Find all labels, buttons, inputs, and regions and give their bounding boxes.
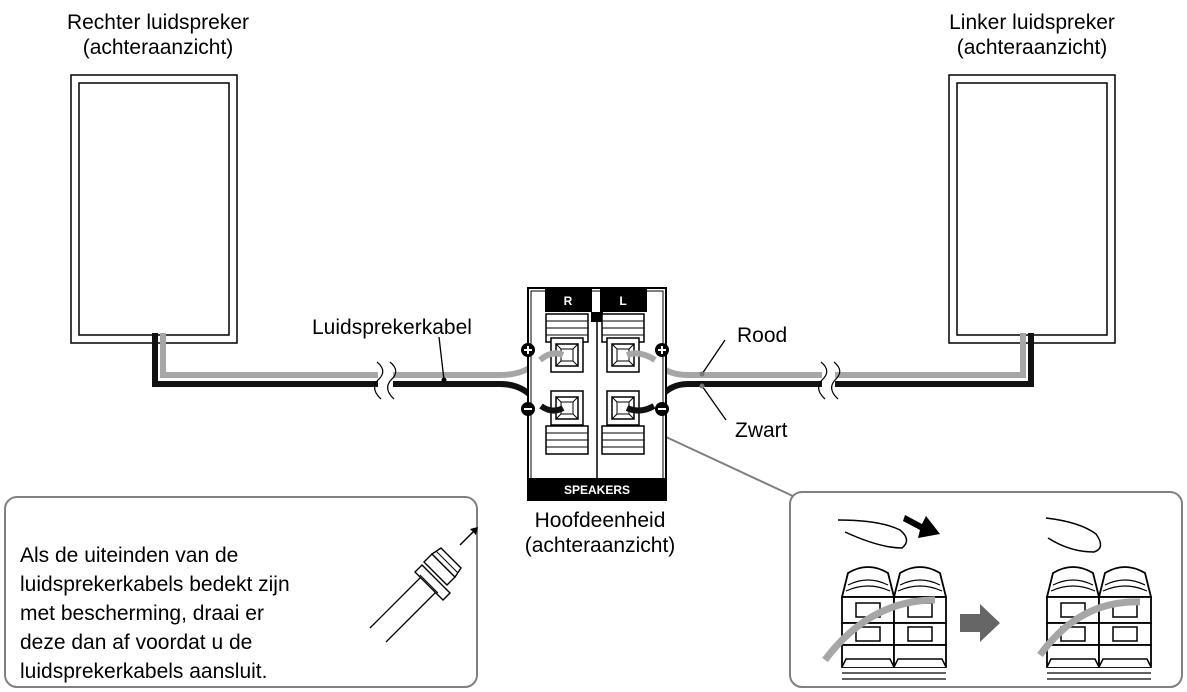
left-speaker-cable	[645, 333, 1034, 413]
left-speaker	[948, 74, 1116, 344]
red-wire-label: Rood	[737, 324, 788, 347]
left-speaker-label: Linker luidspreker (achteraanzicht)	[949, 11, 1115, 59]
note-line: met bescherming, draai er	[20, 602, 264, 625]
note-line: luidsprekerkabels aansluit.	[20, 660, 268, 683]
right-speaker-label: Rechter luidspreker (achteraanzicht)	[66, 11, 250, 59]
note-line: luidsprekerkabels bedekt zijn	[20, 573, 290, 596]
note-text: Als de uiteinden van de luidsprekerkabel…	[20, 541, 290, 686]
terminal-l-label: L	[619, 294, 626, 308]
note-box	[4, 496, 478, 688]
leader-lines	[438, 336, 796, 498]
terminal-press-step-1	[822, 515, 947, 680]
speakers-panel-label: SPEAKERS	[564, 483, 630, 497]
terminal-press-step-2	[1037, 517, 1152, 680]
arrow-right-icon	[960, 604, 1000, 642]
right-speaker-cable	[152, 333, 549, 413]
right-speaker	[70, 74, 238, 344]
speaker-terminal-panel: R L SPEAKERS	[521, 287, 669, 501]
black-wire-label: Zwart	[735, 419, 788, 442]
wire-cap-icon	[369, 527, 478, 643]
note-line: Als de uiteinden van de	[20, 544, 239, 567]
main-unit-label: Hoofdeenheid (achteraanzicht)	[524, 509, 676, 557]
terminal-r-label: R	[564, 294, 573, 308]
speaker-cable-label: Luidsprekerkabel	[312, 316, 472, 339]
note-line: deze dan af voordat u de	[20, 631, 253, 654]
